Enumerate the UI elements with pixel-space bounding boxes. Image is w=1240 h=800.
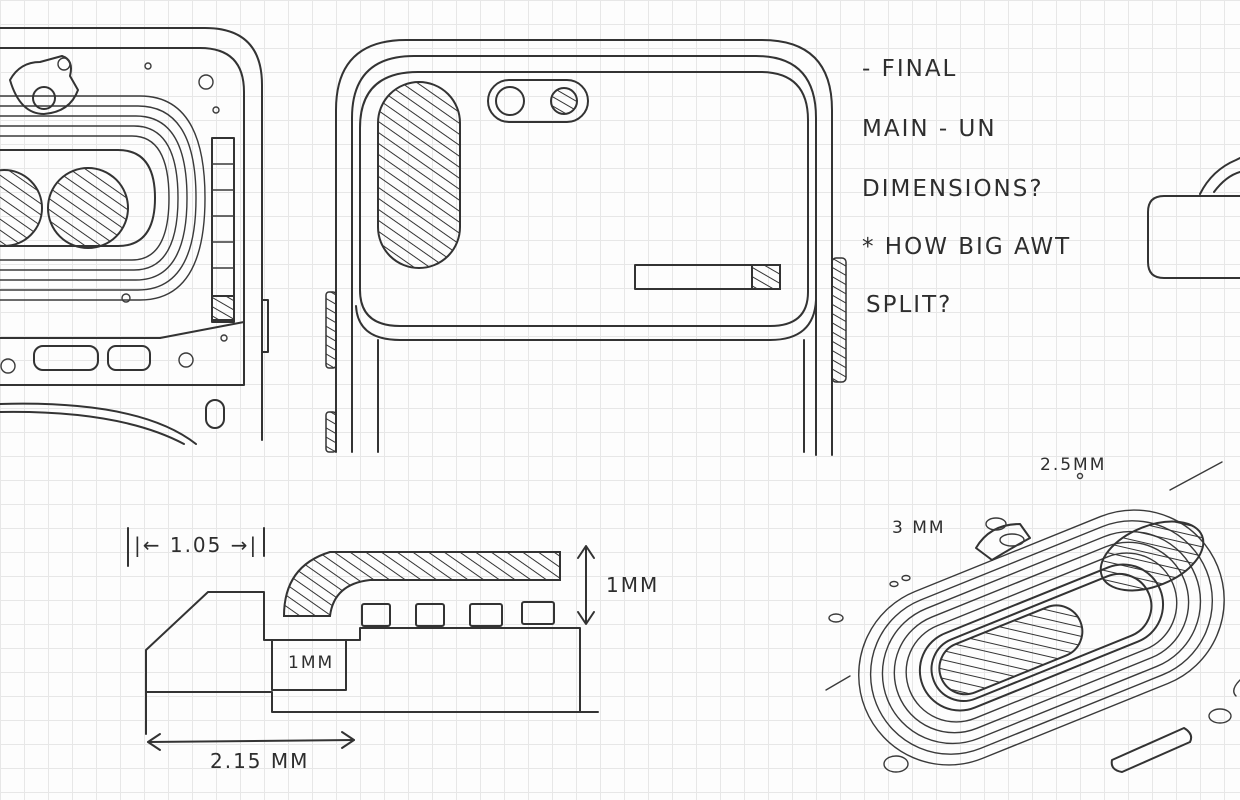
profile-outline (1147, 195, 1240, 279)
handwritten-notes: - FINAL MAIN - UN DIMENSIONS? * HOW BIG … (862, 56, 1071, 318)
dim-iso-top: 2.5MM (1040, 455, 1106, 475)
iso-mount-tab (975, 523, 1031, 561)
interior-outer-frame (0, 27, 263, 441)
cell-block (469, 603, 503, 627)
screw-icon (883, 755, 909, 773)
cell-block (361, 603, 391, 627)
hole-icon (220, 334, 228, 342)
camera-bump-edge (355, 299, 817, 341)
secondary-lens-housing (487, 79, 589, 123)
section-outline-lower (145, 691, 599, 713)
screw-icon (198, 74, 214, 90)
phone-back-sketch (325, 39, 847, 456)
hole-icon (144, 62, 152, 70)
side-button-left (325, 291, 337, 369)
note-line-3: DIMENSIONS? (862, 176, 1044, 202)
dim-iso-left: 3 MM (892, 518, 946, 538)
hole-icon (212, 106, 220, 114)
flash-bracket (9, 55, 79, 115)
cell-block (521, 601, 555, 625)
coil-rings (0, 95, 206, 301)
connector-strip (211, 137, 235, 323)
section-outline-upper (145, 591, 581, 735)
phone-inner-outline (351, 55, 817, 456)
sensor-hatched (550, 87, 578, 115)
dim-height: 1MM (606, 573, 659, 597)
lens-icon (495, 86, 525, 116)
screw-icon (178, 352, 194, 368)
iso-lens-housing (918, 563, 1165, 712)
phone-interior-sketch (0, 27, 269, 445)
note-line-5: SPLIT? (866, 292, 952, 318)
screw-icon (57, 57, 71, 71)
cross-section-diagram: |← 1.05 →| 1MM 1MM 2.15 MM (127, 527, 659, 773)
note-line-1: - FINAL (862, 56, 957, 82)
side-button-right (831, 257, 847, 383)
screw-icon (985, 517, 1007, 531)
inner-dim-label: 1MM (288, 653, 334, 673)
main-lens-hatched (377, 81, 461, 269)
lens-left-hatched (0, 169, 43, 247)
isometric-camera-sketch: 2.5MM 3 MM (825, 455, 1240, 773)
dim-top-width: |← 1.05 →| (134, 533, 258, 557)
hole-icon (121, 293, 131, 303)
button-slot (205, 399, 225, 429)
iso-main-lens-hatched (938, 604, 1084, 696)
lens-right-hatched (47, 167, 129, 249)
strip-hatched-end (751, 264, 781, 290)
iso-slot (1110, 727, 1193, 773)
screw-icon (0, 358, 16, 374)
interior-inner-frame (0, 47, 245, 386)
flash-icon (32, 86, 56, 110)
phone-outer-outline (335, 39, 833, 456)
side-profile-sketch (1147, 157, 1240, 279)
port-slot (33, 345, 99, 371)
note-line-4: * HOW BIG AWT (862, 234, 1071, 260)
dim-bottom-width: 2.15 MM (210, 749, 309, 773)
camera-bump (359, 71, 809, 327)
cell-block (415, 603, 445, 627)
iso-secondary-lens-hatched (1099, 520, 1205, 592)
bottom-curve (0, 410, 185, 445)
hatched-cover-profile (282, 551, 561, 617)
connector-hatched-cell (211, 295, 235, 321)
port-slot (107, 345, 151, 371)
screw-icon (1208, 708, 1232, 724)
note-line-2: MAIN - UN (862, 116, 997, 142)
side-button-left (325, 411, 337, 453)
